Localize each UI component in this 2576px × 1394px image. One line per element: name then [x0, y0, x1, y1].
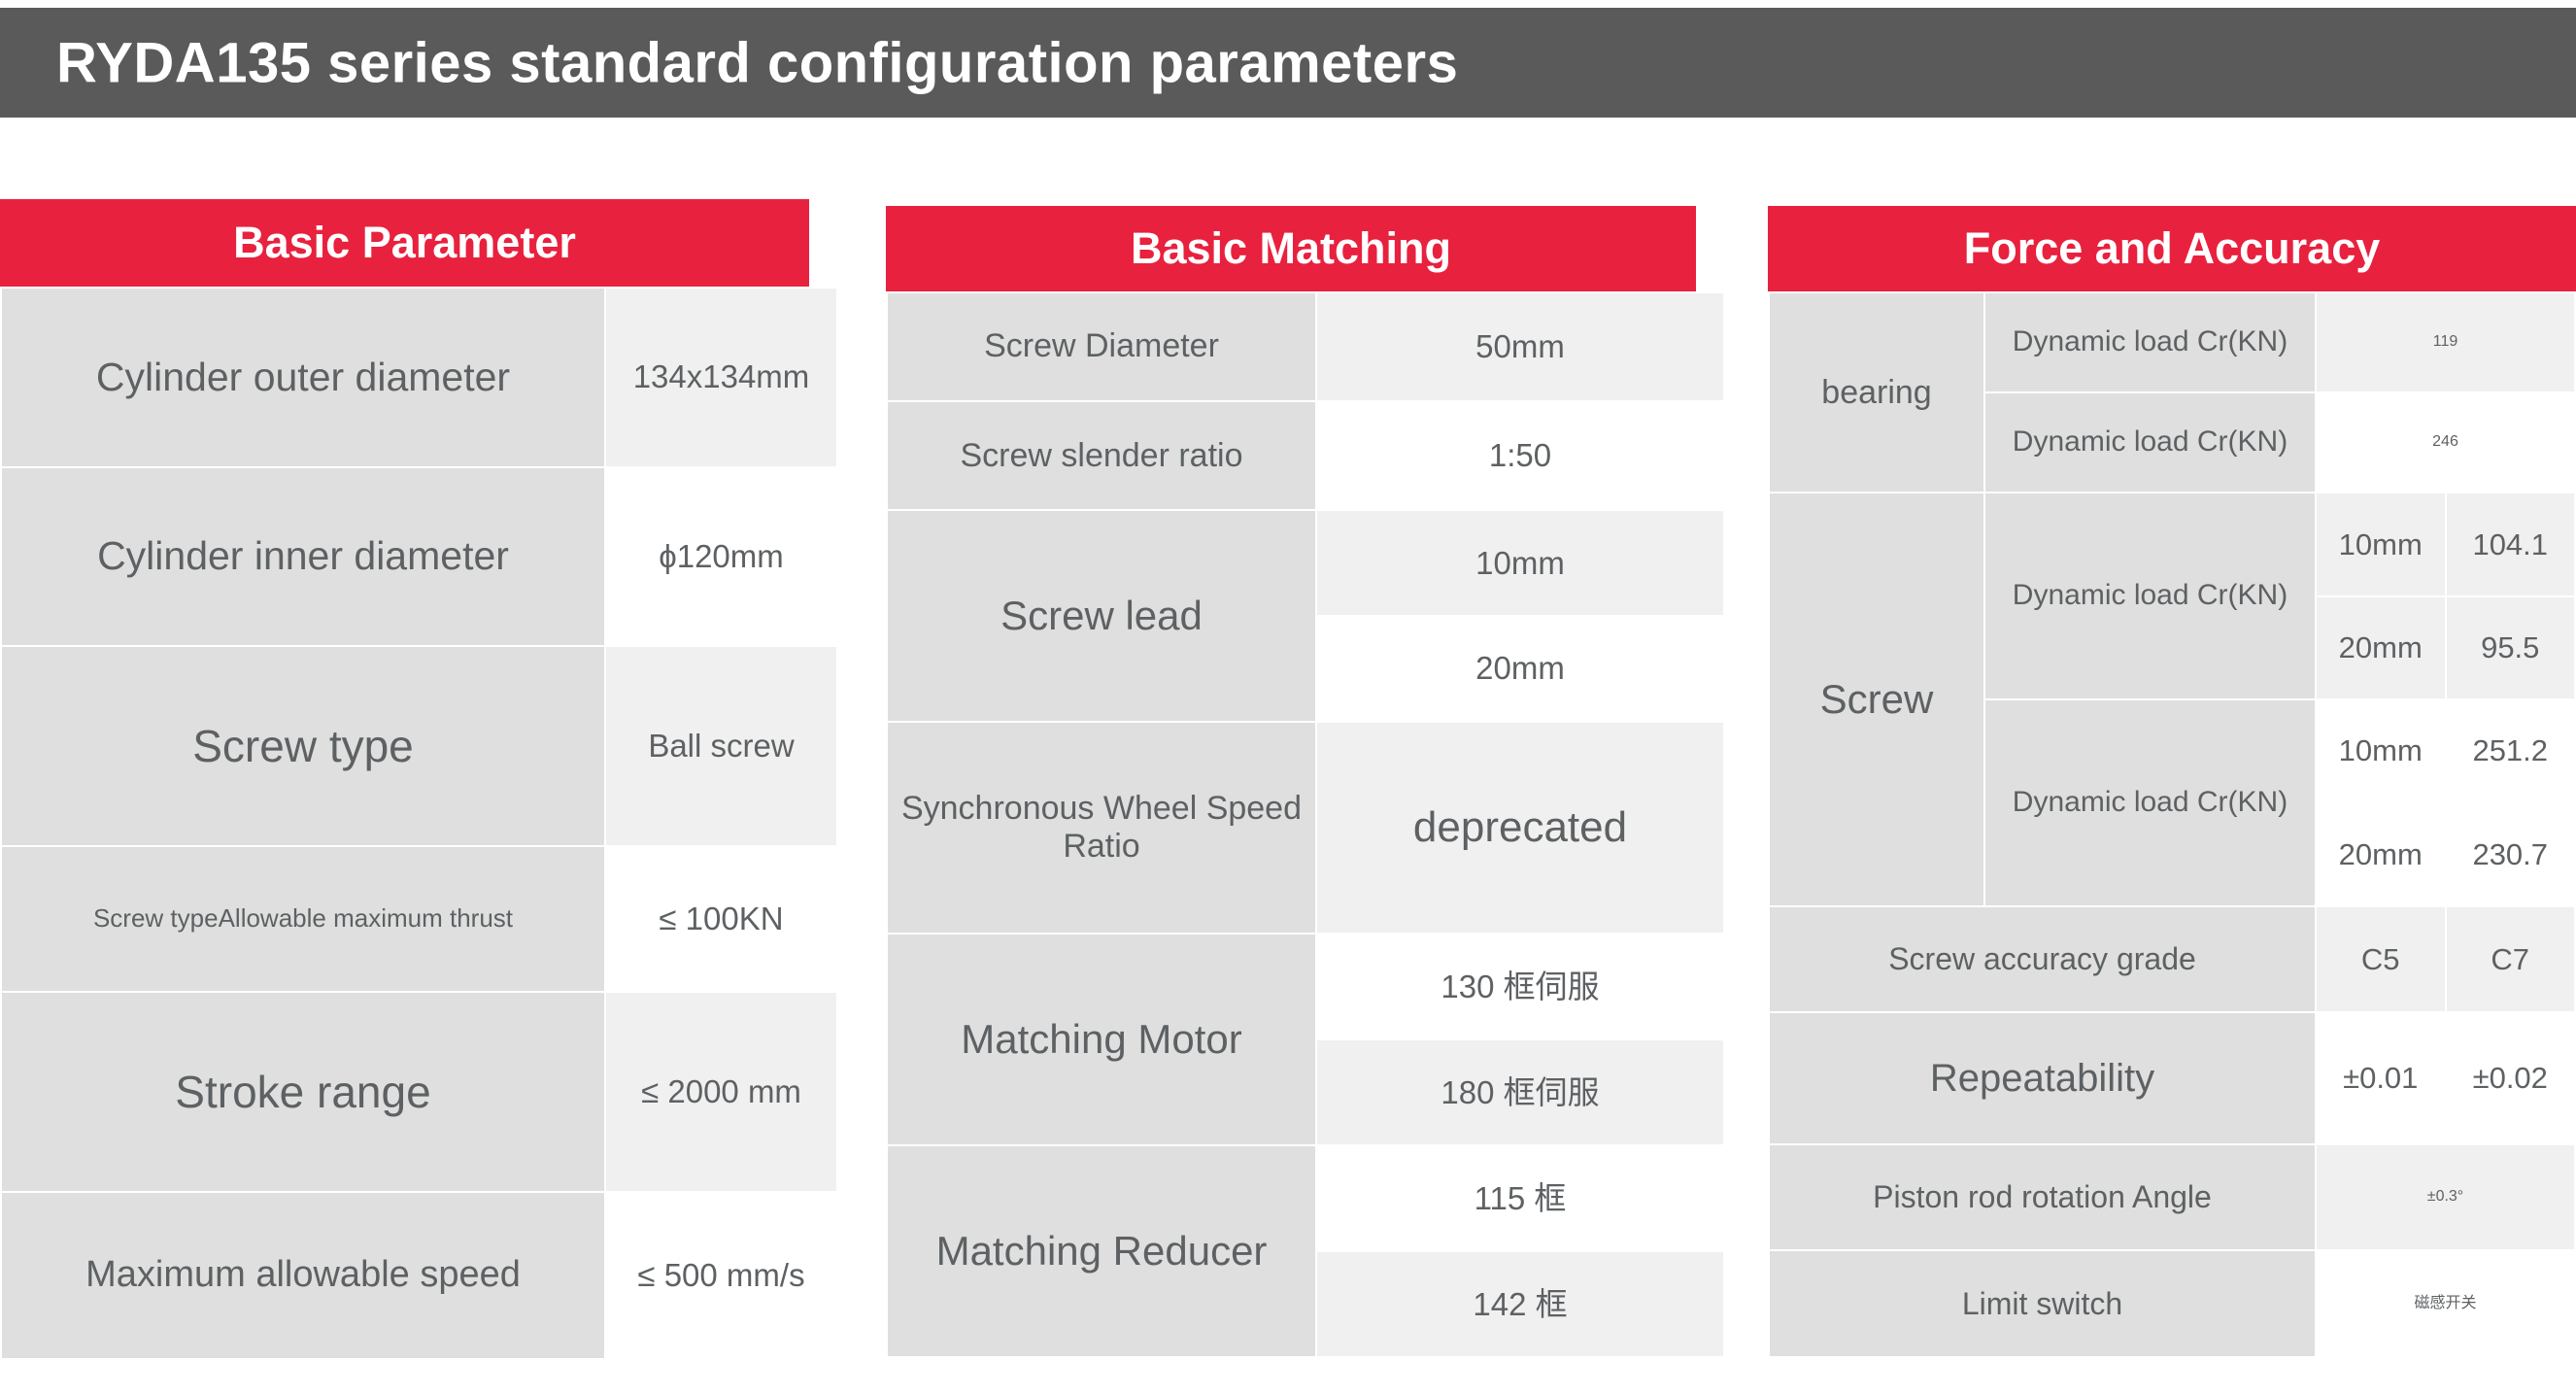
- row-label: Screw accuracy grade: [1768, 904, 2317, 1014]
- table-row: Cylinder inner diameter ϕ120mm: [0, 465, 838, 648]
- row-label: Screw typeAllowable maximum thrust: [0, 845, 606, 994]
- row-value: ϕ120mm: [604, 465, 838, 648]
- table-row: Screw type Ball screw: [0, 645, 838, 848]
- row-label: Stroke range: [0, 991, 606, 1194]
- table-row: Screw lead 10mm: [886, 509, 1725, 723]
- force-and-accuracy-table: bearing Dynamic load Cr(KN) 119 Dynamic …: [1768, 290, 2576, 1358]
- row-label: Matching Motor: [886, 933, 1317, 1147]
- row-value: ≤ 100KN: [604, 845, 838, 994]
- table-row: Screw typeAllowable maximum thrust ≤ 100…: [0, 845, 838, 994]
- table-header-basic-matching: Basic Matching: [886, 206, 1696, 291]
- row-value: 1:50: [1315, 400, 1725, 512]
- row-label: Screw lead: [886, 509, 1317, 723]
- table-row: 142 框: [887, 1250, 1725, 1358]
- row-sub-lead: 10mm: [2315, 697, 2447, 804]
- row-sub-value: 251.2: [2444, 697, 2576, 804]
- table-header-basic-parameter: Basic Parameter: [0, 199, 809, 287]
- row-label: Dynamic load Cr(KN): [1983, 391, 2317, 494]
- row-value: ±0.3°: [2315, 1142, 2576, 1252]
- row-value: deprecated: [1315, 720, 1725, 935]
- row-label: Repeatability: [1768, 1011, 2317, 1145]
- row-sub-lead: 20mm: [2315, 595, 2447, 700]
- row-label: Limit switch: [1768, 1249, 2317, 1358]
- row-value-c5: ±0.01: [2315, 1011, 2447, 1145]
- row-label: Maximum allowable speed: [0, 1191, 606, 1360]
- row-value-c5: C5: [2315, 904, 2447, 1014]
- row-value: 142 框: [1315, 1250, 1725, 1358]
- table-row: Dynamic load Cr(KN) 10mm 251.2: [1769, 697, 2576, 907]
- row-label: Dynamic load Cr(KN): [1983, 697, 2317, 907]
- table-row: Screw Dynamic load Cr(KN) 10mm 104.1: [1768, 492, 2576, 907]
- row-value: 50mm: [1315, 290, 1725, 403]
- table-row: Matching Reducer 115 框: [886, 1144, 1725, 1358]
- row-label: Piston rod rotation Angle: [1768, 1142, 2317, 1252]
- row-value: 180 框伺服: [1315, 1038, 1725, 1147]
- row-value: ≤ 2000 mm: [604, 991, 838, 1194]
- row-group-label: Screw: [1768, 492, 1985, 907]
- row-value: 134x134mm: [604, 287, 838, 468]
- row-value-c7: C7: [2444, 904, 2576, 1014]
- table-row: 20mm 95.5: [1769, 595, 2576, 700]
- row-label: Cylinder inner diameter: [0, 465, 606, 648]
- row-group-label: bearing: [1768, 290, 1985, 494]
- basic-matching-table: Screw Diameter 50mm Screw slender ratio …: [886, 290, 1725, 1358]
- row-label: Screw slender ratio: [886, 400, 1317, 512]
- row-sub-value: 104.1: [2444, 492, 2576, 597]
- row-label: Cylinder outer diameter: [0, 287, 606, 468]
- row-value: 10mm: [1315, 509, 1725, 617]
- table-header-force-and-accuracy: Force and Accuracy: [1768, 206, 2576, 291]
- row-label: Screw type: [0, 645, 606, 848]
- row-value: 115 框: [1315, 1144, 1725, 1253]
- row-label: Screw Diameter: [886, 290, 1317, 403]
- row-value: ≤ 500 mm/s: [604, 1191, 838, 1360]
- table-row: Matching Motor 130 框伺服: [886, 933, 1725, 1147]
- row-label: Matching Reducer: [886, 1144, 1317, 1358]
- table-row: 20mm 230.7: [1769, 801, 2576, 907]
- table-row: Maximum allowable speed ≤ 500 mm/s: [0, 1191, 838, 1360]
- table-row: Stroke range ≤ 2000 mm: [0, 991, 838, 1194]
- row-value: 磁感开关: [2315, 1249, 2576, 1358]
- row-value: 246: [2315, 391, 2576, 494]
- table-basic-matching: Basic Matching Screw Diameter 50mm Screw…: [886, 206, 1725, 1358]
- basic-parameter-table: Cylinder outer diameter 134x134mm Cylind…: [0, 287, 838, 1360]
- row-value: Ball screw: [604, 645, 838, 848]
- title-banner: RYDA135 series standard configuration pa…: [0, 8, 2576, 118]
- page-title: RYDA135 series standard configuration pa…: [56, 31, 1459, 94]
- row-label: Dynamic load Cr(KN): [1983, 492, 2317, 700]
- row-sub-lead: 10mm: [2315, 492, 2447, 597]
- row-value: 130 框伺服: [1315, 933, 1725, 1041]
- row-sub-value: 95.5: [2444, 595, 2576, 700]
- table-row: Cylinder outer diameter 134x134mm: [0, 287, 838, 468]
- row-label: Synchronous Wheel Speed Ratio: [886, 720, 1317, 935]
- row-value: 20mm: [1315, 614, 1725, 723]
- table-force-and-accuracy: Force and Accuracy bearing Dynamic load …: [1768, 206, 2576, 1358]
- row-label: Dynamic load Cr(KN): [1983, 290, 2317, 394]
- table-row: 20mm: [887, 614, 1725, 723]
- row-sub-value: 230.7: [2444, 801, 2576, 907]
- table-row: 180 框伺服: [887, 1038, 1725, 1147]
- row-value-c7: ±0.02: [2444, 1011, 2576, 1145]
- row-sub-lead: 20mm: [2315, 801, 2447, 907]
- table-basic-parameter: Basic Parameter Cylinder outer diameter …: [0, 199, 838, 1360]
- row-value: 119: [2315, 290, 2576, 394]
